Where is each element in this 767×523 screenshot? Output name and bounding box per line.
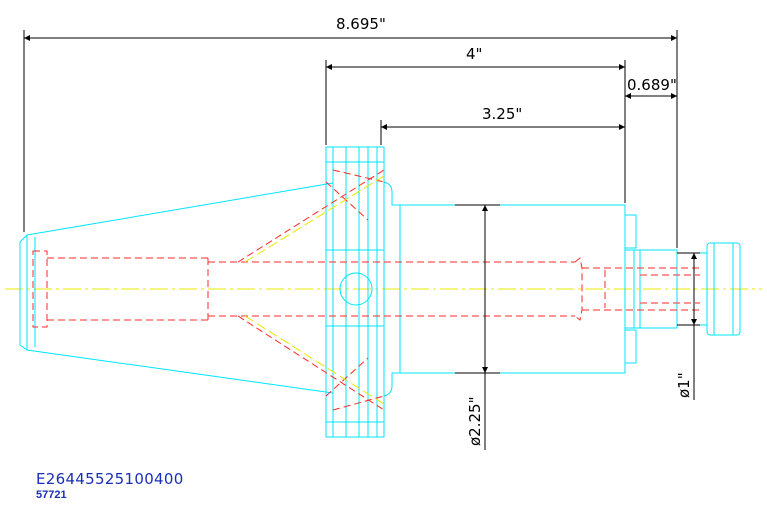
dim-flange-to-end: 4" (466, 45, 482, 63)
dim-body-diameter: ø2.25" (466, 397, 484, 446)
dimension-lines (23, 30, 700, 450)
end-cap (706, 242, 741, 336)
part-code: E26445525100400 (36, 470, 184, 488)
taper-outline (19, 234, 334, 394)
flange (325, 146, 385, 438)
dim-tip-diameter: ø1" (675, 372, 693, 398)
cross-hole (339, 272, 373, 306)
yellow-guides (244, 175, 385, 405)
holder-outline (19, 146, 741, 438)
hidden-lines (32, 169, 700, 411)
part-number: 57721 (36, 489, 67, 501)
dim-overall-length: 8.695" (336, 15, 386, 33)
dim-end-offset: 0.689" (627, 76, 677, 94)
dim-body-length: 3.25" (482, 105, 522, 123)
